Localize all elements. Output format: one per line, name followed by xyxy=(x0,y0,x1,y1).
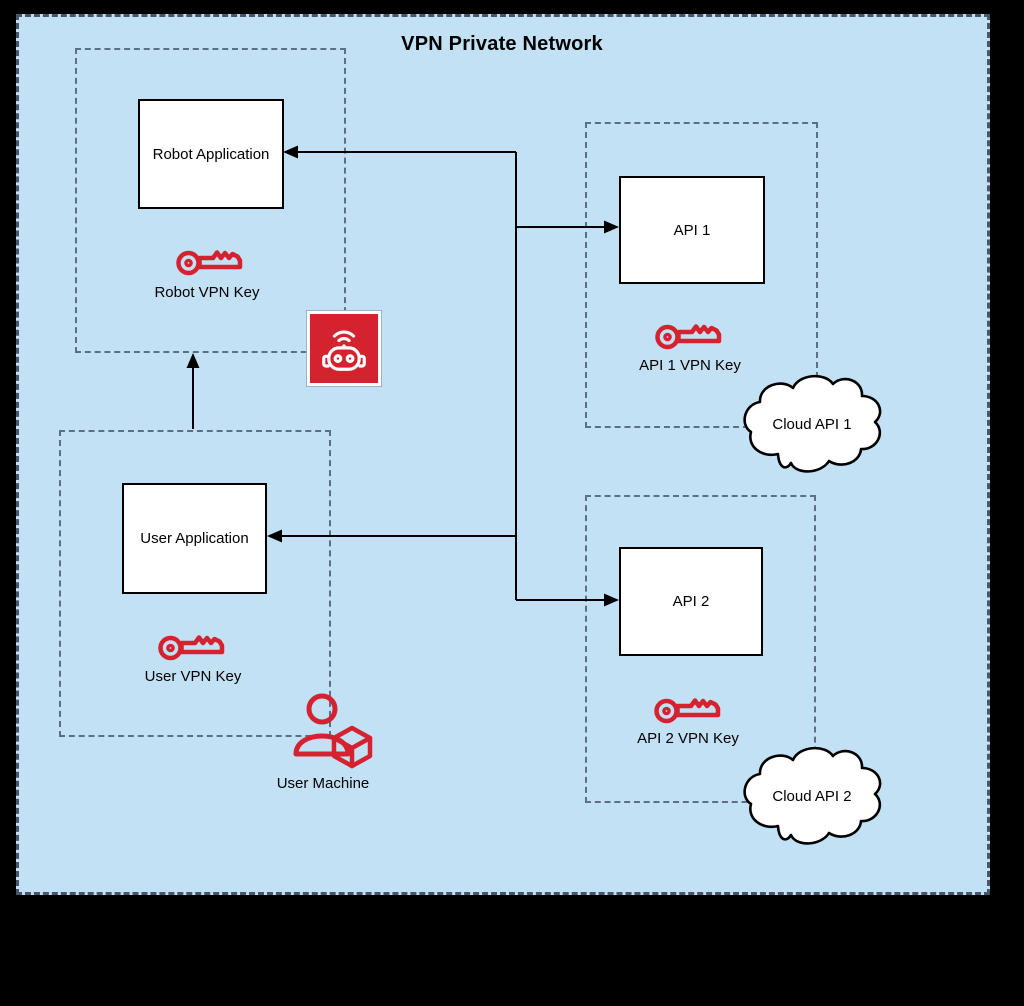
user-zone-group xyxy=(59,430,331,737)
api1-zone-group xyxy=(585,122,818,428)
api2-node: API 2 xyxy=(619,547,763,656)
api1-vpn-key-icon xyxy=(653,311,723,357)
cloud-api2: Cloud API 2 xyxy=(739,742,885,850)
robot-application-label: Robot Application xyxy=(152,145,270,163)
api1-vpn-key-label: API 1 VPN Key xyxy=(639,357,741,374)
arrowhead-api2 xyxy=(604,593,619,607)
user-vpn-key-icon xyxy=(156,622,226,668)
cloud-api1-label: Cloud API 1 xyxy=(772,415,852,433)
robot-vpn-key-label: Robot VPN Key xyxy=(154,284,260,301)
robot-zone-group xyxy=(75,48,346,353)
arrowhead-user-app xyxy=(267,529,282,543)
user-vpn-key-label: User VPN Key xyxy=(144,668,242,685)
robot-vpn-key-icon xyxy=(174,237,244,283)
diagram-title: VPN Private Network xyxy=(401,33,603,55)
arrowhead-robot-app xyxy=(283,145,298,159)
cloud-shape xyxy=(743,374,882,473)
robot-application-node: Robot Application xyxy=(138,99,284,209)
user-application-label: User Application xyxy=(140,530,249,547)
arrowhead-api1 xyxy=(604,220,619,234)
user-machine-label: User Machine xyxy=(276,775,370,792)
api2-zone-group xyxy=(585,495,816,803)
cloud-api2-label: Cloud API 2 xyxy=(772,787,852,805)
api2-vpn-key-label: API 2 VPN Key xyxy=(637,730,739,747)
arrowhead-robot-zone xyxy=(186,353,200,368)
api2-vpn-key-icon xyxy=(652,685,722,731)
cloud-api1: Cloud API 1 xyxy=(739,370,885,478)
api2-label: API 2 xyxy=(672,593,710,610)
api1-label: API 1 xyxy=(673,221,711,239)
robot-icon xyxy=(307,311,381,386)
user-machine-icon xyxy=(284,692,384,772)
user-application-node: User Application xyxy=(122,483,267,594)
api1-node: API 1 xyxy=(619,176,765,284)
cloud-shape xyxy=(743,746,882,845)
